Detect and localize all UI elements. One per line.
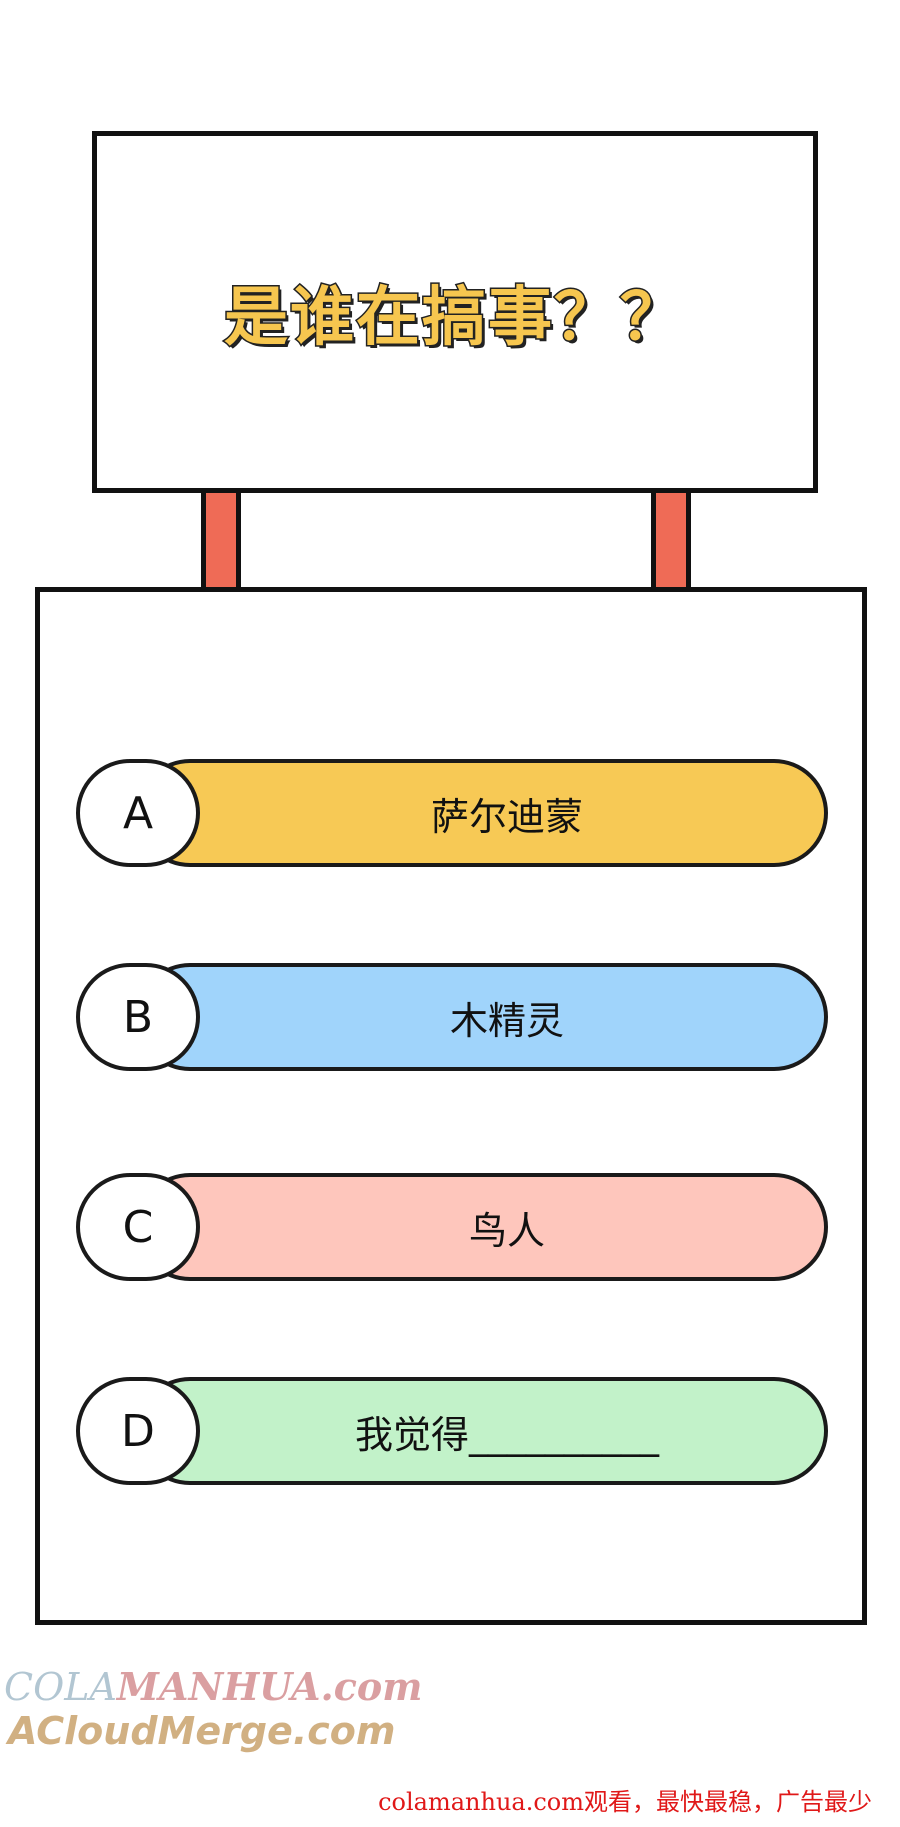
watermark-colamanhua: COLAMANHUA.com [4,1664,422,1709]
option-b-bar[interactable]: 木精灵 [136,963,828,1071]
question-title: 是谁在搞事？？ [223,280,686,357]
option-a[interactable]: 萨尔迪蒙 A [76,759,828,867]
option-a-text: 萨尔迪蒙 [430,794,583,839]
option-d-letter: D [121,1405,155,1457]
option-b[interactable]: 木精灵 B [76,963,828,1071]
option-d-bar[interactable]: 我觉得__________ [136,1377,828,1485]
option-c[interactable]: 鸟人 C [76,1173,828,1281]
option-b-badge[interactable]: B [76,963,200,1071]
option-d-text: 我觉得__________ [354,1412,659,1457]
option-a-bar[interactable]: 萨尔迪蒙 [136,759,828,867]
watermark-colamanhua-rest: MANHUA.com [116,1664,423,1709]
option-c-letter: C [122,1201,154,1253]
option-c-bar[interactable]: 鸟人 [136,1173,828,1281]
question-sign: 是谁在搞事？？ [92,131,818,493]
option-c-badge[interactable]: C [76,1173,200,1281]
footer-note: colamanhua.com观看，最快最稳，广告最少 [378,1788,872,1816]
sign-post-right [651,493,691,589]
watermark-acloudmerge: ACloudMerge.com [8,1709,396,1753]
option-a-badge[interactable]: A [76,759,200,867]
option-b-text: 木精灵 [449,998,564,1043]
option-d-badge[interactable]: D [76,1377,200,1485]
option-d[interactable]: 我觉得__________ D [76,1377,828,1485]
option-c-text: 鸟人 [468,1208,545,1253]
option-a-letter: A [122,787,154,839]
watermark-colamanhua-prefix: COLA [4,1665,117,1709]
sign-post-left [201,493,241,589]
option-b-letter: B [122,991,154,1043]
